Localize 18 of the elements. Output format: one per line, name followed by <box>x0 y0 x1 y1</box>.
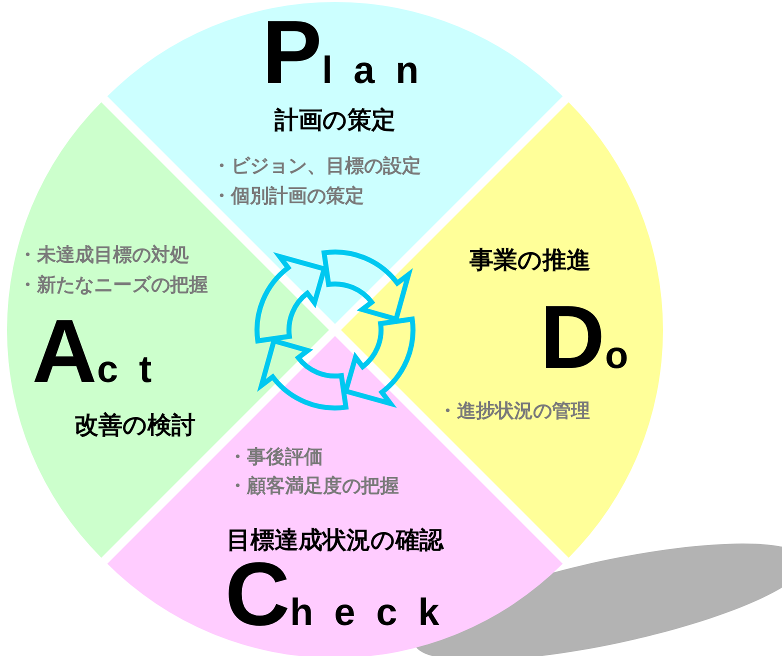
bullet-item: ・新たなニーズの把握 <box>18 274 208 297</box>
heading: 改善の検討 <box>74 411 196 440</box>
cycle-arrow <box>259 338 348 410</box>
bullet-item: ・顧客満足度の把握 <box>228 475 399 498</box>
phase-word: Plan <box>262 8 440 98</box>
bullet-item: ・ビジョン、目標の設定 <box>212 155 421 178</box>
phase-word: Act <box>32 307 173 397</box>
bullet-item: ・進捗状況の管理 <box>438 400 590 423</box>
heading: 計画の策定 <box>274 106 396 135</box>
bullet-item: ・未達成目標の対処 <box>18 244 189 267</box>
bullet-item: ・事後評価 <box>228 446 323 469</box>
heading: 目標達成状況の確認 <box>226 526 444 555</box>
heading: 事業の推進 <box>470 246 590 275</box>
bullet-item: ・個別計画の策定 <box>212 185 364 208</box>
cycle-arrow <box>322 250 411 322</box>
cycle-arrow <box>254 254 327 344</box>
cycle-arrow <box>343 316 416 406</box>
phase-word: Do <box>540 293 650 383</box>
